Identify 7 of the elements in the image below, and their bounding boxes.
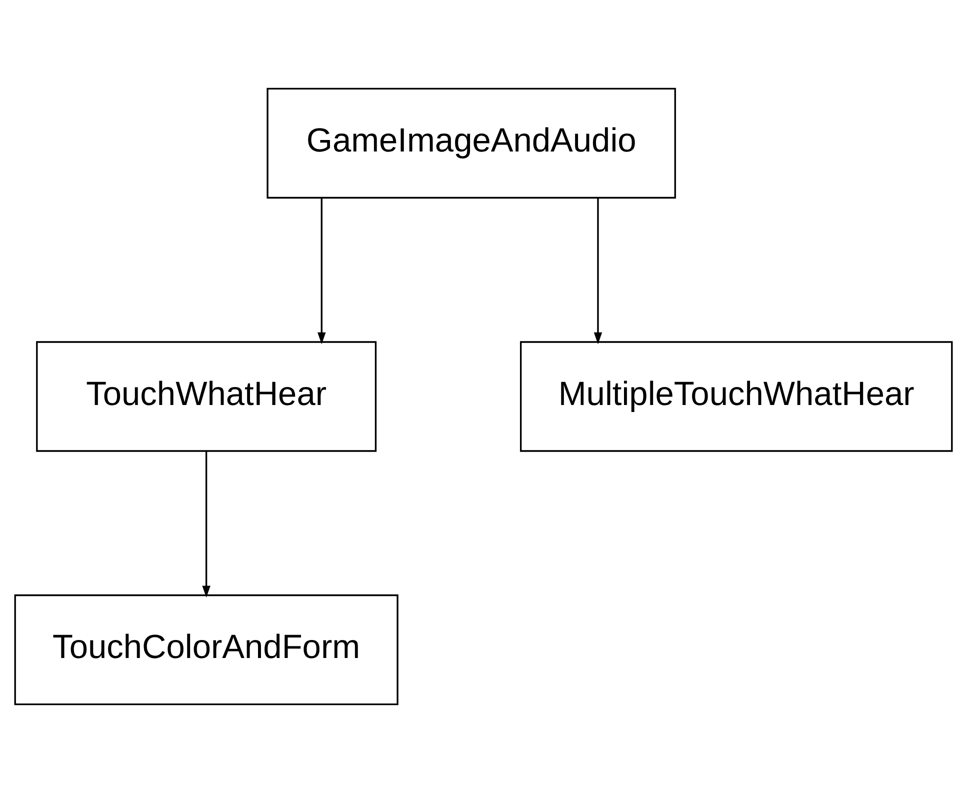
arrow [202,451,210,598]
node-box: TouchColorAndForm [14,594,398,706]
arrow [594,198,602,344]
node-box: MultipleTouchWhatHear [520,341,953,452]
node-box: TouchWhatHear [36,341,377,452]
node-box: GameImageAndAudio [266,88,676,199]
arrow [318,198,326,344]
